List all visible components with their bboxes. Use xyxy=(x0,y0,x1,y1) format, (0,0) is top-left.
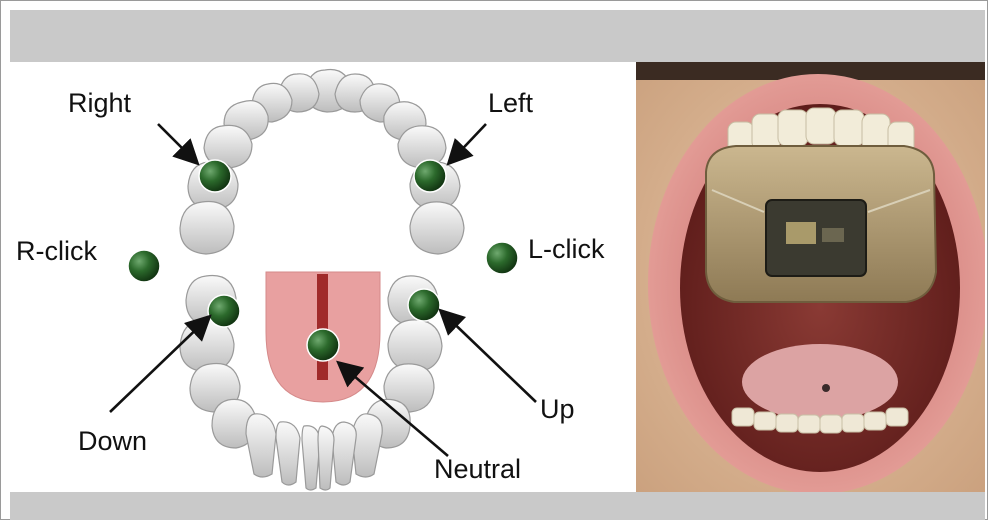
bottom-band xyxy=(10,492,985,520)
marker-neutral xyxy=(307,329,339,361)
label-left: Left xyxy=(488,90,533,117)
marker-up xyxy=(408,289,440,321)
arrow-right xyxy=(158,124,196,162)
label-l-click: L-click xyxy=(528,236,605,263)
label-down: Down xyxy=(78,428,147,455)
label-right: Right xyxy=(68,90,131,117)
tongue-midline xyxy=(317,274,328,380)
intraoral-device-photo xyxy=(636,62,985,492)
marker-r-click xyxy=(128,250,160,282)
tongue-control-diagram: Right Left R-click L-click Down Up Neutr… xyxy=(10,62,636,492)
label-r-click: R-click xyxy=(16,238,97,265)
marker-right xyxy=(199,160,231,192)
label-neutral: Neutral xyxy=(434,456,521,483)
label-up: Up xyxy=(540,396,575,423)
arrow-left xyxy=(450,124,486,162)
marker-l-click xyxy=(486,242,518,274)
arrow-up xyxy=(442,312,536,402)
marker-down xyxy=(208,295,240,327)
mouth-photo-svg xyxy=(636,62,985,492)
top-band xyxy=(10,10,985,62)
photo-tongue xyxy=(742,344,898,420)
marker-left xyxy=(414,160,446,192)
